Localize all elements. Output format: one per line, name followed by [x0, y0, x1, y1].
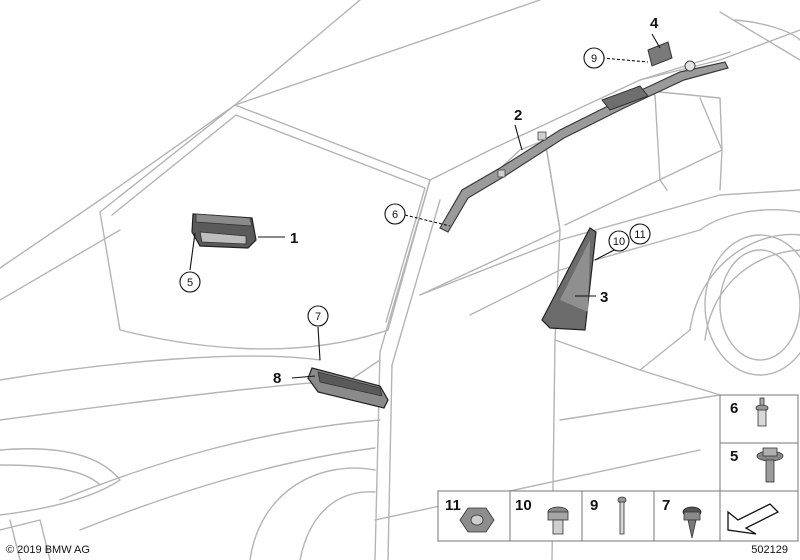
leader-lines	[189, 33, 661, 379]
copyright-text: © 2019 BMW AG	[6, 544, 90, 556]
pin-icon	[617, 496, 627, 535]
circled-ref-7-label: 7	[315, 311, 321, 323]
circled-ref-11: 11	[629, 223, 651, 245]
callout-8: 8	[273, 370, 281, 387]
hex-nut-icon	[459, 507, 495, 533]
legend-11-label: 11	[445, 497, 461, 514]
figure-id: 502129	[751, 544, 788, 556]
circled-ref-11-label: 11	[634, 229, 645, 241]
curtain-airbag	[439, 61, 729, 233]
bracket-part-4	[647, 41, 696, 72]
callout-2: 2	[514, 107, 522, 124]
legend-9-label: 9	[590, 497, 598, 514]
legend-6-label: 6	[730, 400, 738, 417]
circled-ref-9: 9	[583, 47, 605, 69]
legend-10-label: 10	[515, 497, 532, 514]
circled-ref-5: 5	[179, 271, 201, 293]
circled-ref-6: 6	[384, 203, 406, 225]
b-pillar-trim	[541, 227, 597, 331]
legend-5-label: 5	[730, 448, 738, 465]
circled-ref-6-label: 6	[392, 209, 398, 221]
circled-ref-7: 7	[307, 305, 329, 327]
torx-screw-icon	[547, 506, 569, 535]
screw-icon	[682, 506, 702, 539]
callout-1: 1	[290, 230, 298, 247]
circled-ref-9-label: 9	[591, 53, 597, 65]
fastener-legend: 6 5 11 10 9	[437, 394, 799, 542]
airbag-module	[191, 213, 257, 249]
circled-ref-10: 10	[608, 230, 630, 252]
rivet-icon	[755, 397, 769, 427]
circled-ref-5-label: 5	[187, 277, 193, 289]
callout-4: 4	[650, 15, 659, 32]
legend-7-label: 7	[662, 497, 670, 514]
circled-ref-10-label: 10	[613, 236, 625, 248]
flange-bolt-icon	[756, 447, 784, 483]
callout-3: 3	[600, 289, 608, 306]
direction-arrow-icon	[727, 503, 780, 535]
knee-airbag	[307, 367, 389, 409]
